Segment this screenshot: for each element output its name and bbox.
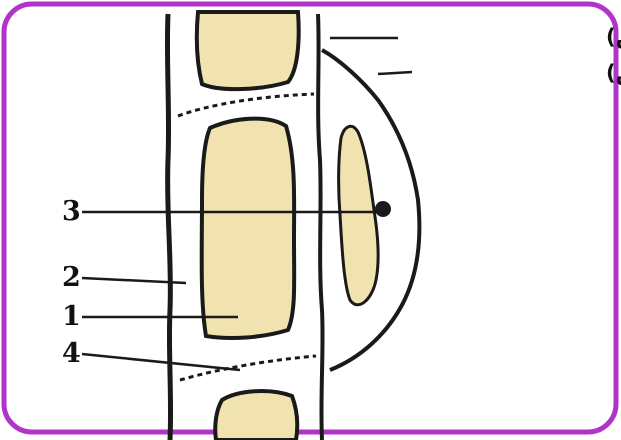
left-wall bbox=[167, 14, 170, 440]
frame-border bbox=[4, 4, 616, 432]
label-element-s: العنصر ( س) bbox=[606, 25, 621, 49]
label-2: 2 bbox=[62, 262, 81, 293]
top-cell bbox=[197, 12, 299, 89]
nucleus-dot bbox=[375, 201, 391, 217]
label-element-p: العنصر (ص) bbox=[606, 61, 621, 85]
label-3: 3 bbox=[62, 196, 81, 227]
bottom-cell bbox=[215, 391, 297, 440]
label-1: 1 bbox=[62, 301, 81, 332]
label-4: 4 bbox=[62, 338, 81, 369]
middle-cell bbox=[202, 119, 295, 338]
